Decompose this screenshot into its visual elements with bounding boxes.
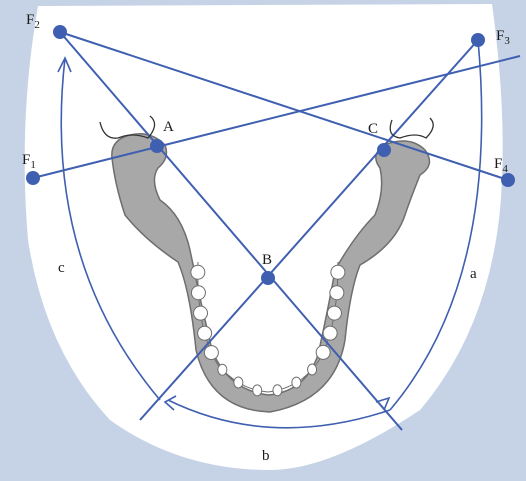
- label-b-point: B: [262, 252, 272, 268]
- tooth: [204, 346, 218, 360]
- point-c: [377, 143, 391, 157]
- tooth: [308, 364, 317, 375]
- tooth: [330, 286, 344, 300]
- point-a: [150, 139, 164, 153]
- point-f3: [471, 33, 485, 47]
- label-c-point: C: [368, 121, 378, 137]
- tooth: [194, 306, 208, 320]
- point-f2: [53, 25, 67, 39]
- label-a-point: A: [163, 119, 174, 135]
- point-f1: [26, 171, 40, 185]
- tooth: [316, 345, 330, 359]
- point-b: [261, 271, 275, 285]
- tooth: [327, 306, 341, 320]
- point-f4: [501, 173, 515, 187]
- tooth: [218, 364, 227, 375]
- tooth: [292, 377, 301, 388]
- tooth: [253, 385, 262, 396]
- tooth: [191, 286, 205, 300]
- tooth: [198, 326, 212, 340]
- tooth: [191, 265, 205, 279]
- label-arc-a: a: [470, 266, 477, 282]
- tooth: [273, 385, 282, 396]
- tooth: [234, 377, 243, 388]
- tooth: [331, 265, 345, 279]
- label-arc-b: b: [262, 448, 270, 464]
- tooth: [323, 326, 337, 340]
- label-f3: F3: [496, 28, 510, 47]
- label-arc-c: c: [58, 260, 65, 276]
